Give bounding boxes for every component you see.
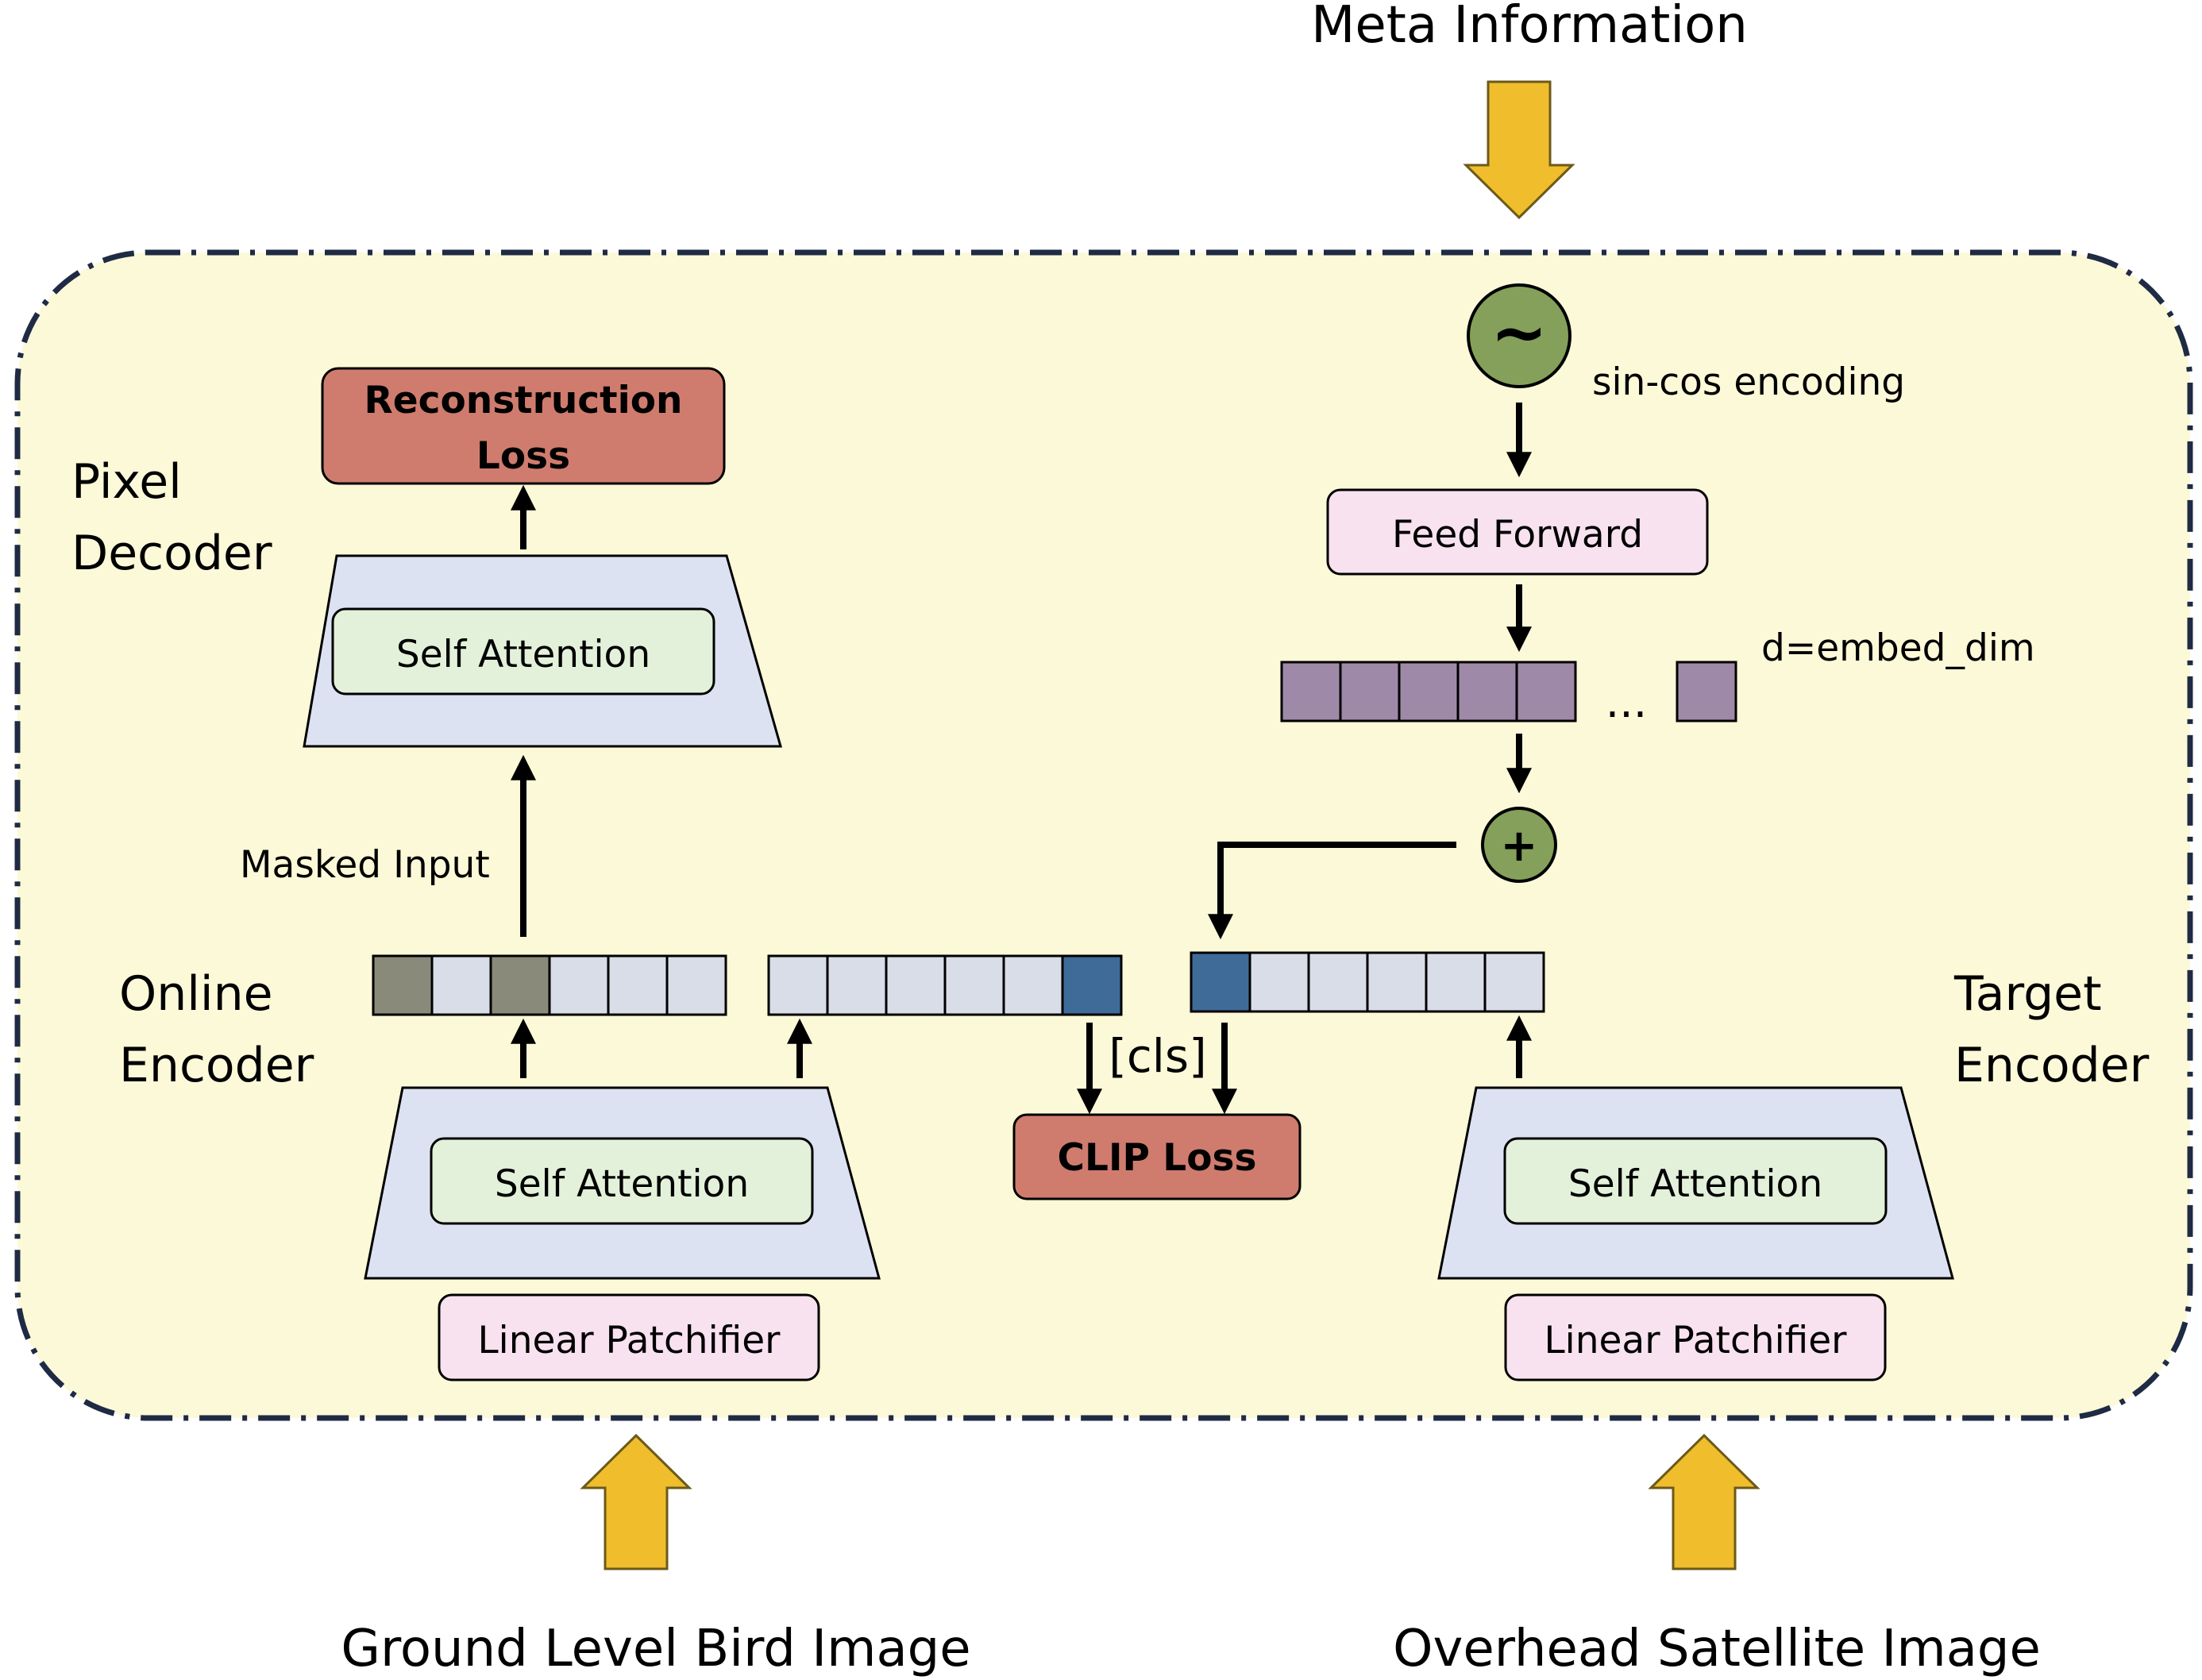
embed-token-last [1676,661,1737,722]
clip-loss-label: CLIP Loss [1058,1136,1257,1180]
target-token-6 [1483,951,1545,1013]
online-self-attention-label: Self Attention [495,1162,749,1206]
overhead-input-arrow [1648,1433,1760,1570]
embed-token-2 [1339,661,1401,722]
target-linear-patchifier-box [1504,1293,1887,1381]
online-token-row-cls [767,954,1123,1016]
target-encoder-label-line1: Target [1953,966,2102,1022]
online-cls-token-3 [885,954,947,1016]
target-encoder-label-line2: Encoder [1954,1038,2150,1093]
masked-input-label: Masked Input [240,843,490,887]
addition-circle [1481,807,1557,883]
online-token-2 [430,954,492,1016]
target-token-2 [1248,951,1310,1013]
clip-loss-box [1012,1113,1302,1200]
feed-forward-box [1326,488,1709,576]
connector-arrows [511,403,1532,1115]
online-token-1 [372,954,434,1016]
reconstruction-loss-label-line2: Loss [476,434,570,478]
reconstruction-loss-label-line1: Reconstruction [364,379,683,422]
overhead-image-label: Overhead Satellite Image [1393,1620,2041,1678]
sin-cos-encoding-circle [1467,283,1571,388]
online-self-attention-box [430,1137,814,1225]
online-token-4 [548,954,610,1016]
sin-cos-encoding-label: sin-cos encoding [1592,360,1905,404]
embed-token-4 [1456,661,1518,722]
meta-input-arrow [1463,80,1575,220]
embed-dim-label: d=embed_dim [1761,626,2035,670]
ground-image-label: Ground Level Bird Image [341,1620,970,1678]
pixel-decoder-label-line2: Decoder [71,526,272,581]
online-linear-patchifier-box [438,1293,820,1381]
online-token-6 [665,954,727,1016]
reconstruction-loss-box [321,367,726,485]
target-token-4 [1366,951,1428,1013]
online-token-3 [489,954,551,1016]
online-linear-patchifier-label: Linear Patchifier [477,1319,781,1362]
cls-label: [cls] [1109,1029,1206,1083]
target-self-attention-label: Self Attention [1568,1162,1822,1206]
embedding-token-row [1280,661,1737,722]
embedding-ellipsis: ... [1606,676,1647,727]
addition-symbol: + [1501,820,1538,872]
target-token-row [1190,951,1545,1013]
embed-token-5 [1515,661,1577,722]
decoder-self-attention-box [331,607,715,696]
target-linear-patchifier-label: Linear Patchifier [1544,1319,1847,1362]
online-cls-token-4 [943,954,1005,1016]
meta-information-label: Meta Information [1311,0,1748,55]
feed-forward-label: Feed Forward [1392,513,1643,557]
online-cls-token-5 [1002,954,1064,1016]
embed-token-1 [1280,661,1342,722]
pixel-decoder-label-line1: Pixel [71,454,182,510]
target-token-5 [1425,951,1487,1013]
target-self-attention-box [1503,1137,1888,1225]
online-token-5 [607,954,669,1016]
online-cls-token-1 [767,954,829,1016]
online-encoder-label-line1: Online [119,966,273,1022]
online-token-row-masked [372,954,727,1016]
ground-input-arrow [580,1433,692,1570]
target-token-3 [1307,951,1369,1013]
arrow-plus-to-target-cls [1208,842,1456,940]
online-encoder-label-line2: Encoder [119,1038,314,1093]
embed-token-3 [1398,661,1460,722]
decoder-self-attention-label: Self Attention [396,633,650,676]
sin-cos-symbol: ~ [1490,293,1548,372]
online-cls-token-cls [1061,954,1123,1016]
online-cls-token-2 [826,954,888,1016]
target-cls-token [1190,951,1251,1013]
